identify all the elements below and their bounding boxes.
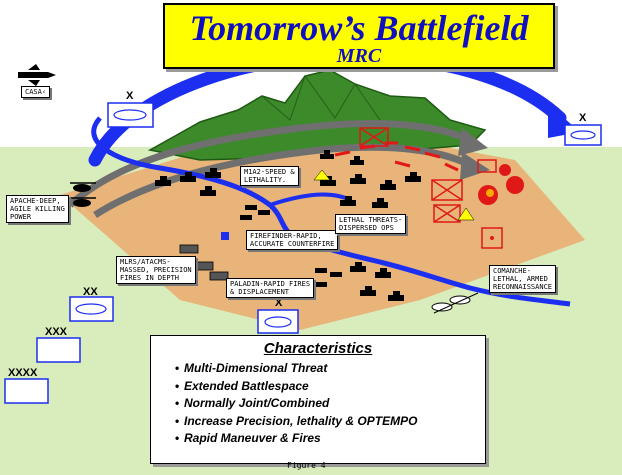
list-item: • Multi-Dimensional Threat [175,360,417,378]
grey-maneuver-arrow-inner [93,143,472,218]
label-comanche: COMANCHE- LETHAL, ARMED RECONNAISSANCE [489,265,557,293]
list-item: • Rapid Maneuver & Fires [175,430,417,448]
threat-triangle-1 [313,169,331,181]
list-item-text: Rapid Maneuver & Fires [184,431,321,445]
bullet-icon: • [175,431,180,445]
list-item-text: Normally Joint/Combined [184,396,330,410]
title-banner: Tomorrow’s Battlefield MRC [163,3,555,69]
page-title: Tomorrow’s Battlefield [189,8,529,48]
list-item-text: Increase Precision, lethality & OPTEMPO [184,413,418,428]
echelon-xx: XX [83,286,98,298]
explosion-3 [499,164,511,176]
echelon-xxxx: XXXX [8,367,38,379]
label-casa: CASA‹ [21,86,51,98]
apache-helicopters [70,182,96,207]
explosion-2 [506,176,524,194]
label-firefinder: FIREFINDER-RAPID, ACCURATE COUNTERFIRE [246,230,339,250]
figure-caption: Figure 4 [287,461,326,470]
enemy-dot-1 [490,236,494,240]
list-item: • Increase Precision, lethality & OPTEMPO [175,413,417,431]
bullet-icon: • [175,361,180,375]
friendly-unit-boxes [4,102,602,404]
grey-maneuver-arrow-outer [67,120,472,208]
bullet-icon: • [175,413,180,428]
echelon-xxx: XXX [45,326,68,338]
bullet-icon: • [175,396,180,410]
mlrs-launchers [179,244,229,281]
grey-arrowhead-inner [460,152,490,180]
echelon-x-right: X [579,112,587,124]
list-item: • Normally Joint/Combined [175,395,417,413]
echelon-x-top: X [126,90,134,102]
label-paladin: PALADIN-RAPID FIRES & DISPLACEMENT [226,278,315,298]
list-item-text: Extended Battlespace [184,378,309,393]
label-apache: APACHE-DEEP, AGILE KILLING POWER [6,195,69,223]
comanche-helicopters [431,292,479,314]
list-item: • Extended Battlespace [175,378,417,396]
list-item-text: Multi-Dimensional Threat [184,361,328,375]
river-upper [269,192,351,207]
page-subtitle: MRC [336,45,382,67]
firefinder-radar [221,232,229,240]
explosion-core [486,189,494,197]
label-m1a2: M1A2-SPEED & LETHALITY. [240,166,299,186]
bullet-icon: • [175,378,180,393]
threat-triangle-2 [457,207,475,221]
grey-arrowhead-outer [458,128,488,156]
friendly-unit-ovals [75,109,596,328]
enemy-unit-symbols [359,127,503,249]
label-lethal-threats: LETHAL THREATS- DISPERSED OPS [335,214,407,234]
label-mlrs: MLRS/ATACMS- MASSED, PRECISION FIRES IN … [116,256,196,284]
casa-aircraft [18,64,56,86]
characteristics-list: • Multi-Dimensional Threat • Extended Batt… [175,360,417,448]
echelon-x-mid: X [275,297,283,309]
characteristics-box: Characteristics • Multi-Dimensional Threa… [150,335,486,464]
characteristics-heading: Characteristics [263,340,373,357]
mountain-ridge [261,74,381,121]
